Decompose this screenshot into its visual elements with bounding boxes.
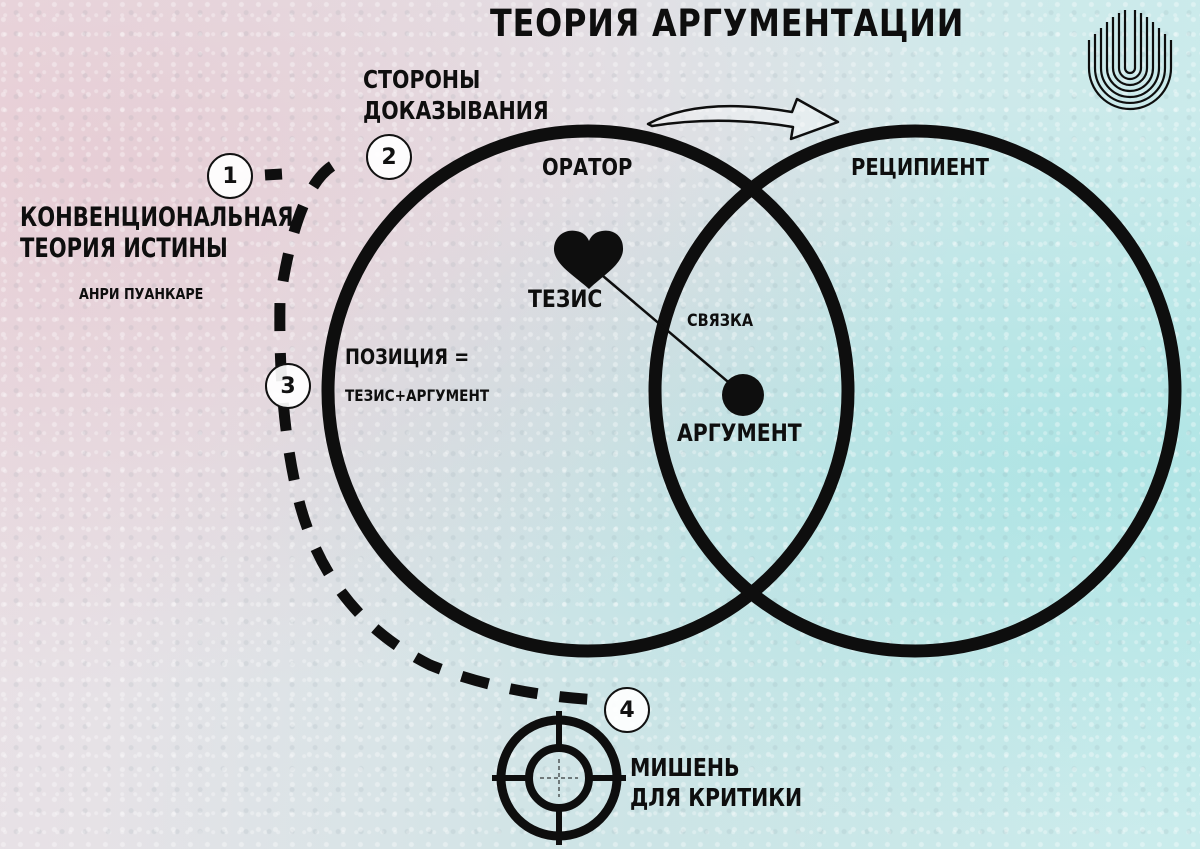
- orator-label: ОРАТОР: [542, 155, 633, 181]
- orator-circle: [321, 124, 855, 658]
- recipient-circle: [648, 124, 1182, 658]
- step-4-badge: 4: [604, 687, 650, 733]
- author-label: АНРИ ПУАНКАРЕ: [79, 285, 204, 303]
- recipient-label: РЕЦИПИЕНТ: [851, 155, 989, 181]
- position-formula: ТЕЗИС+АРГУМЕНТ: [345, 386, 490, 405]
- dot-icon: [722, 374, 764, 416]
- step-2-badge: 2: [366, 134, 412, 180]
- sides-of-proof-label: СТОРОНЫ ДОКАЗЫВАНИЯ: [363, 64, 549, 126]
- conventional-theory-label: КОНВЕНЦИОНАЛЬНАЯ ТЕОРИЯ ИСТИНЫ: [20, 202, 293, 264]
- sides-line-2: ДОКАЗЫВАНИЯ: [363, 96, 549, 125]
- crosshair-icon: [492, 711, 626, 845]
- link-line: [589, 264, 741, 393]
- heart-icon: [553, 230, 624, 289]
- argument-label: АРГУМЕНТ: [677, 419, 802, 447]
- page-title: ТЕОРИЯ АРГУМЕНТАЦИИ: [490, 2, 965, 45]
- position-label: ПОЗИЦИЯ =: [345, 345, 470, 369]
- sides-line-1: СТОРОНЫ: [363, 65, 481, 94]
- target-line-2: ДЛЯ КРИТИКИ: [630, 783, 803, 812]
- dashed-arc: [264, 161, 601, 706]
- step-1-badge: 1: [207, 153, 253, 199]
- conventional-line-1: КОНВЕНЦИОНАЛЬНАЯ: [20, 202, 294, 233]
- target-line-1: МИШЕНЬ: [630, 753, 740, 782]
- target-label: МИШЕНЬ ДЛЯ КРИТИКИ: [630, 753, 802, 813]
- arrow-icon: [646, 97, 840, 141]
- conventional-line-2: ТЕОРИЯ ИСТИНЫ: [20, 233, 228, 264]
- thesis-label: ТЕЗИС: [528, 285, 603, 313]
- logo-icon: [1087, 10, 1173, 111]
- step-3-badge: 3: [265, 363, 311, 409]
- link-label: СВЯЗКА: [687, 311, 754, 331]
